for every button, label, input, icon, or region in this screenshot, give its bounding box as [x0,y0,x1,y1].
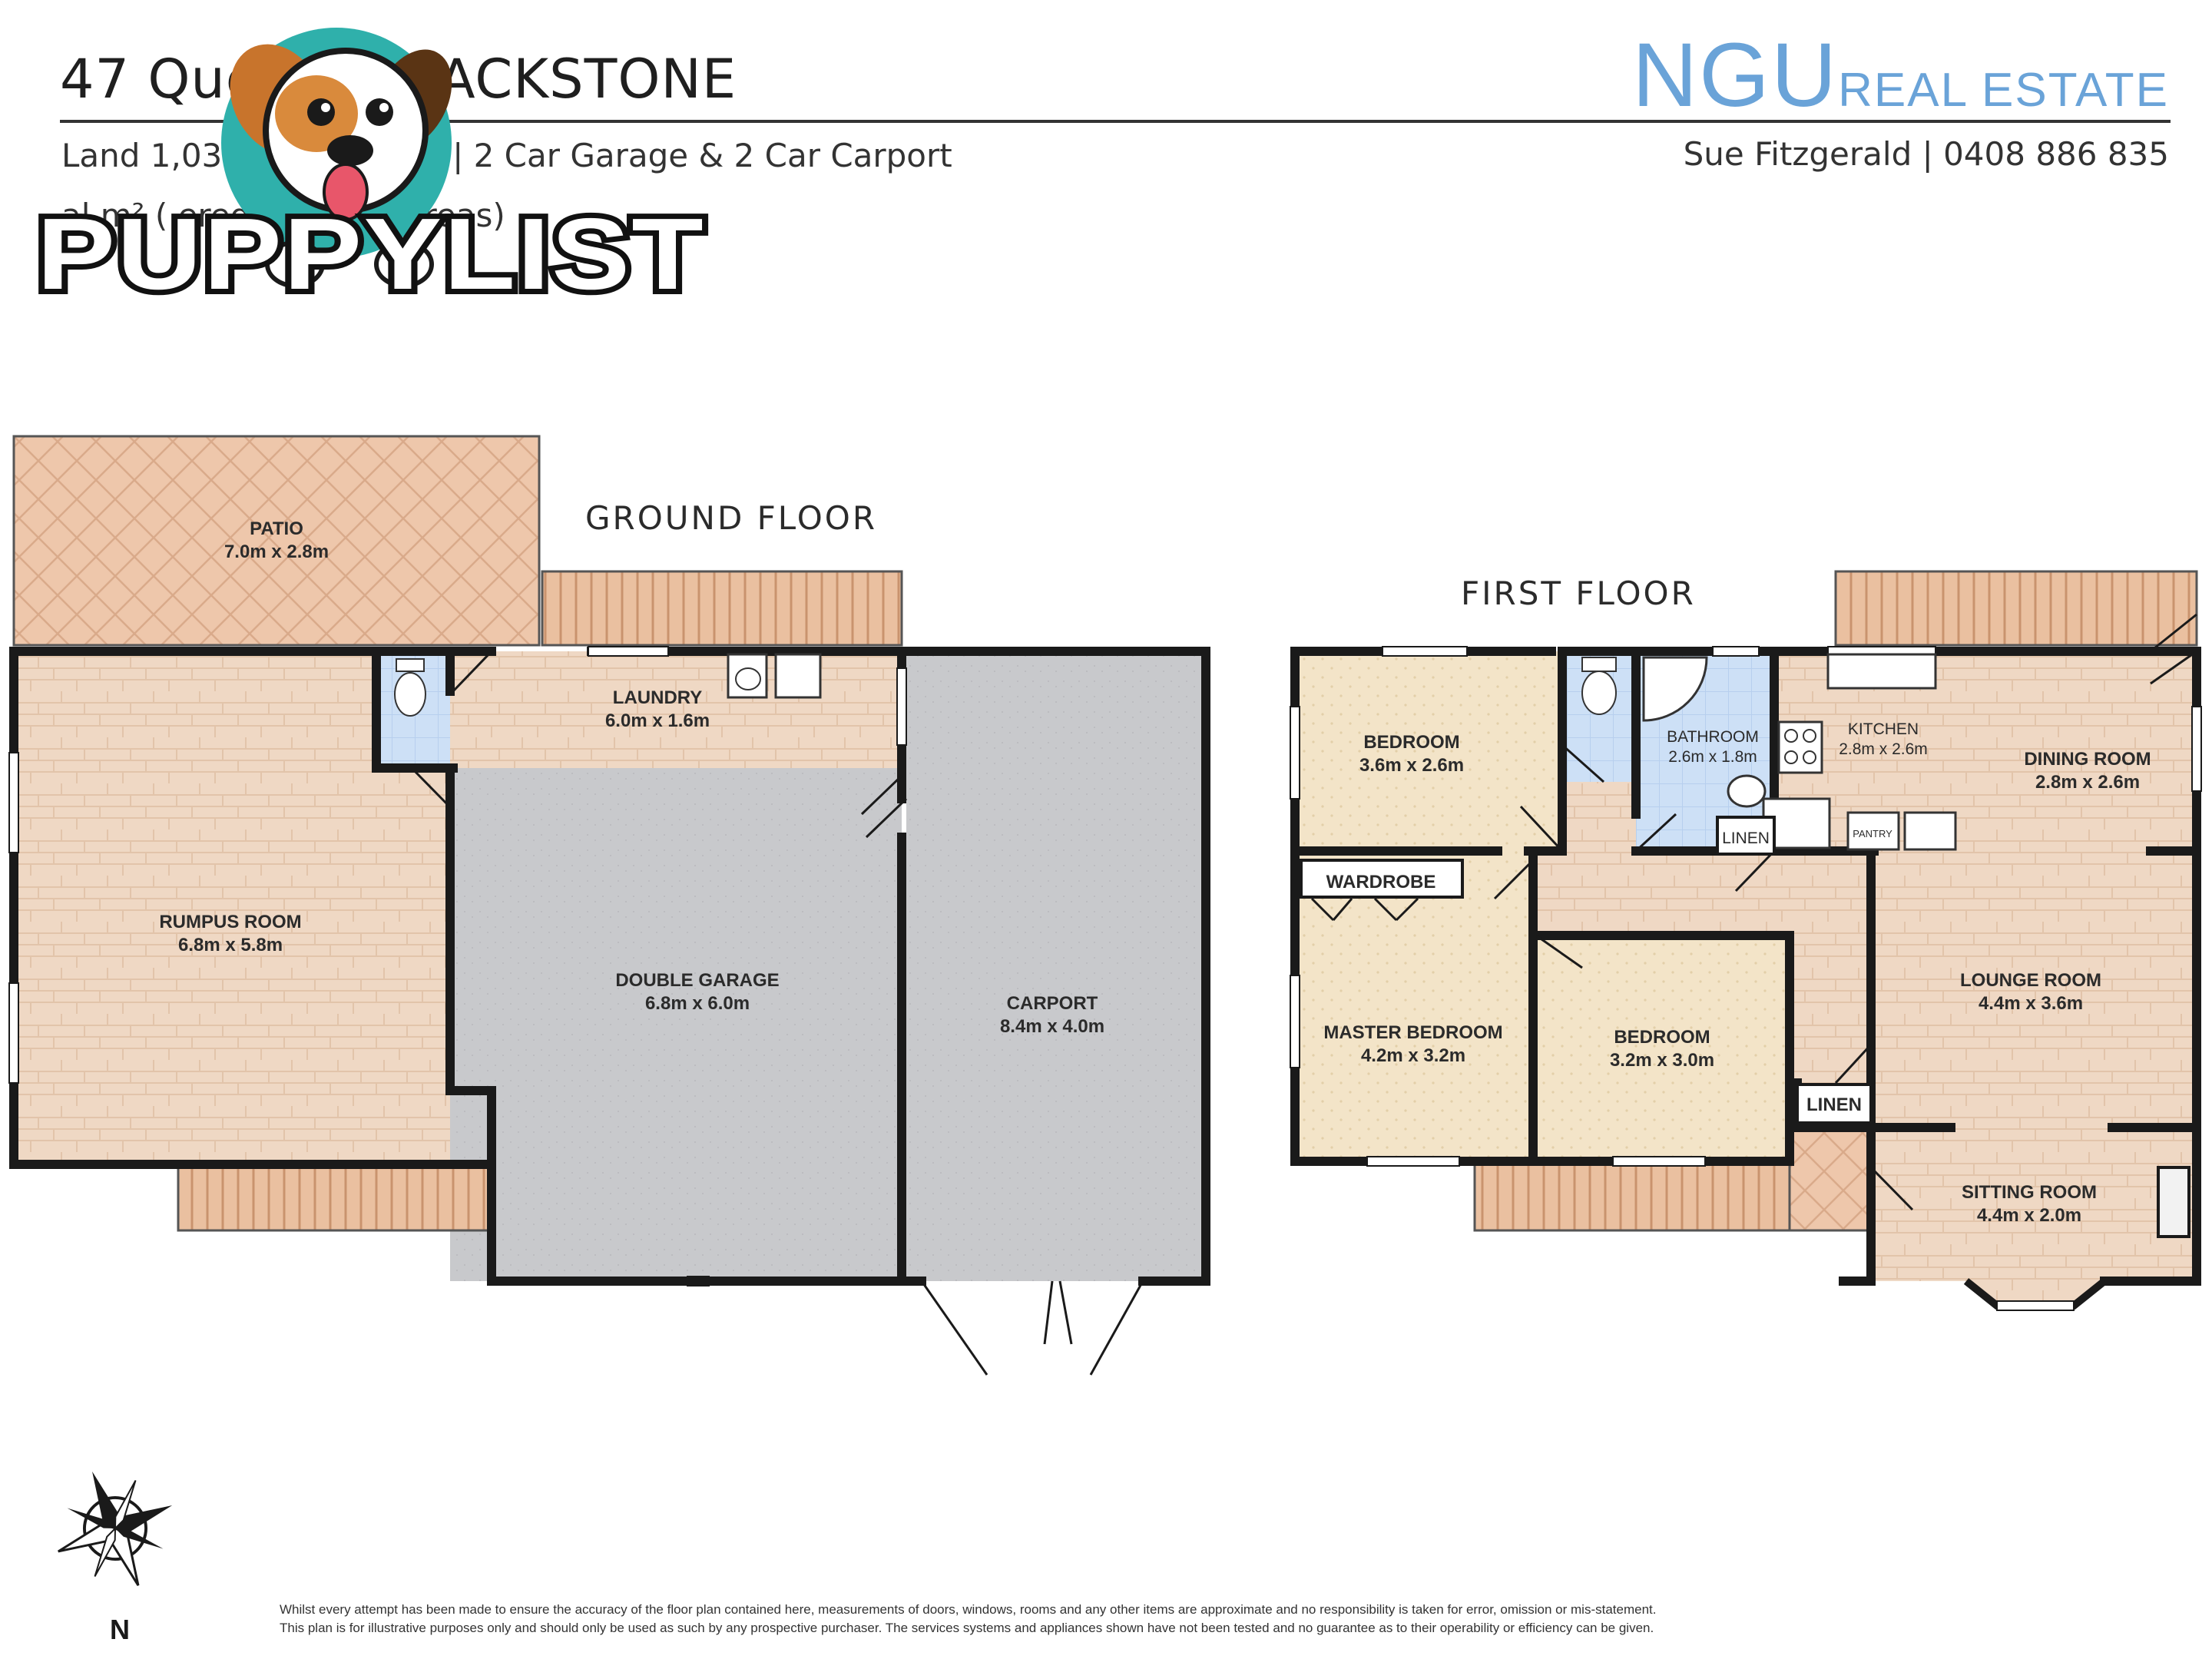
patio-area [12,435,541,647]
rumpus-size: 6.8m x 5.8m [178,935,283,955]
bedroom1-size: 3.6m x 2.6m [1359,755,1464,776]
first-stairs-top [1834,570,2198,647]
bedroom2-size: 3.2m x 3.0m [1610,1050,1714,1071]
garage-label: DOUBLE GARAGE [615,970,779,991]
lounge-label: LOUNGE ROOM [1960,970,2101,991]
lounge-size: 4.4m x 3.6m [1979,993,2083,1014]
brand-logo: NGUREAL ESTATE [1632,23,2169,127]
wardrobe-label: WARDROBE [1326,872,1436,892]
patio-label: PATIO [250,518,303,539]
carport-label: CARPORT [1007,993,1098,1014]
dog-eye-left-icon [307,98,335,126]
bedroom2-label: BEDROOM [1614,1027,1710,1048]
ground-stairs-top [541,570,903,647]
bedroom1-label: BEDROOM [1363,732,1459,753]
carport-floor [906,651,1206,1281]
carport-size: 8.4m x 4.0m [1000,1016,1104,1037]
bedroom1-floor [1295,651,1562,851]
kitchen-label: KITCHEN [1848,720,1919,738]
ground-floor [8,435,1210,1376]
dog-nose-icon [327,135,373,166]
lounge-floor [1871,851,2197,1128]
master-size: 4.2m x 3.2m [1361,1045,1465,1066]
ground-floor-title: GROUND FLOOR [585,499,877,537]
compass-icon [58,1471,173,1586]
bedroom2-floor [1536,935,1790,1161]
wardrobe-box [1300,859,1464,899]
room-labels: PATIO 7.0m x 2.8m LAUNDRY 6.0m x 1.6m RU… [159,518,2151,1226]
garage-size: 6.8m x 6.0m [645,993,750,1014]
dining-size: 2.8m x 2.6m [2035,772,2140,793]
pantry-label: PANTRY [1853,828,1892,839]
sitting-size: 4.4m x 2.0m [1977,1205,2081,1226]
watermark-wordmark: PUPPYLIST [37,197,705,310]
bathroom-size: 2.6m x 1.8m [1668,748,1757,766]
compass-north-label: N [110,1614,130,1645]
kitchen-fixtures [1762,653,1957,851]
kitchen-size: 2.8m x 2.6m [1839,740,1928,758]
linen2-label: LINEN [1806,1094,1862,1115]
disclaimer-line-1: Whilst every attempt has been made to en… [280,1602,1657,1617]
hall-floor-2 [1533,851,1871,935]
bathroom-fixtures [1581,656,1873,1124]
ground-toilet-icon [394,658,426,717]
first-door-swings [1310,613,2197,1211]
header-divider [60,120,2171,123]
brand-name-big: NGU [1631,25,1839,126]
patio-size: 7.0m x 2.8m [224,541,329,562]
brand-name-small: REAL ESTATE [1838,64,2169,117]
linen1-label: LINEN [1722,830,1770,847]
laundry-fixtures [727,653,822,699]
sitting-floor [1871,1128,2197,1281]
stair-landing [1788,1126,1873,1232]
first-floor-title: FIRST FLOOR [1461,575,1696,612]
disclaimer-line-2: This plan is for illustrative purposes o… [280,1621,1654,1635]
laundry-floor [450,651,902,768]
property-summary: Land 1,034 1 Bathroom | 2 Car Garage & 2… [61,137,952,174]
ground-windows [8,646,907,1286]
ground-stairs-bottom [177,1163,492,1232]
laundry-label: LAUNDRY [613,687,702,708]
master-label: MASTER BEDROOM [1323,1022,1502,1043]
agent-contact: Sue Fitzgerald | 0408 886 835 [1683,135,2169,173]
laundry-size: 6.0m x 1.6m [605,710,710,731]
watermark-logo [221,28,452,288]
first-floor [1290,570,2202,1311]
ground-door-swings [410,650,1144,1376]
garage-floor [450,768,902,1281]
bathroom-label: BATHROOM [1667,728,1759,746]
rumpus-label: RUMPUS ROOM [159,912,301,932]
sitting-label: SITTING ROOM [1962,1182,2097,1203]
dog-tongue-icon [323,163,369,221]
first-stairs-bottom [1473,1160,1791,1232]
dining-label: DINING ROOM [2024,749,2151,770]
dog-eye-right-icon [366,98,393,126]
